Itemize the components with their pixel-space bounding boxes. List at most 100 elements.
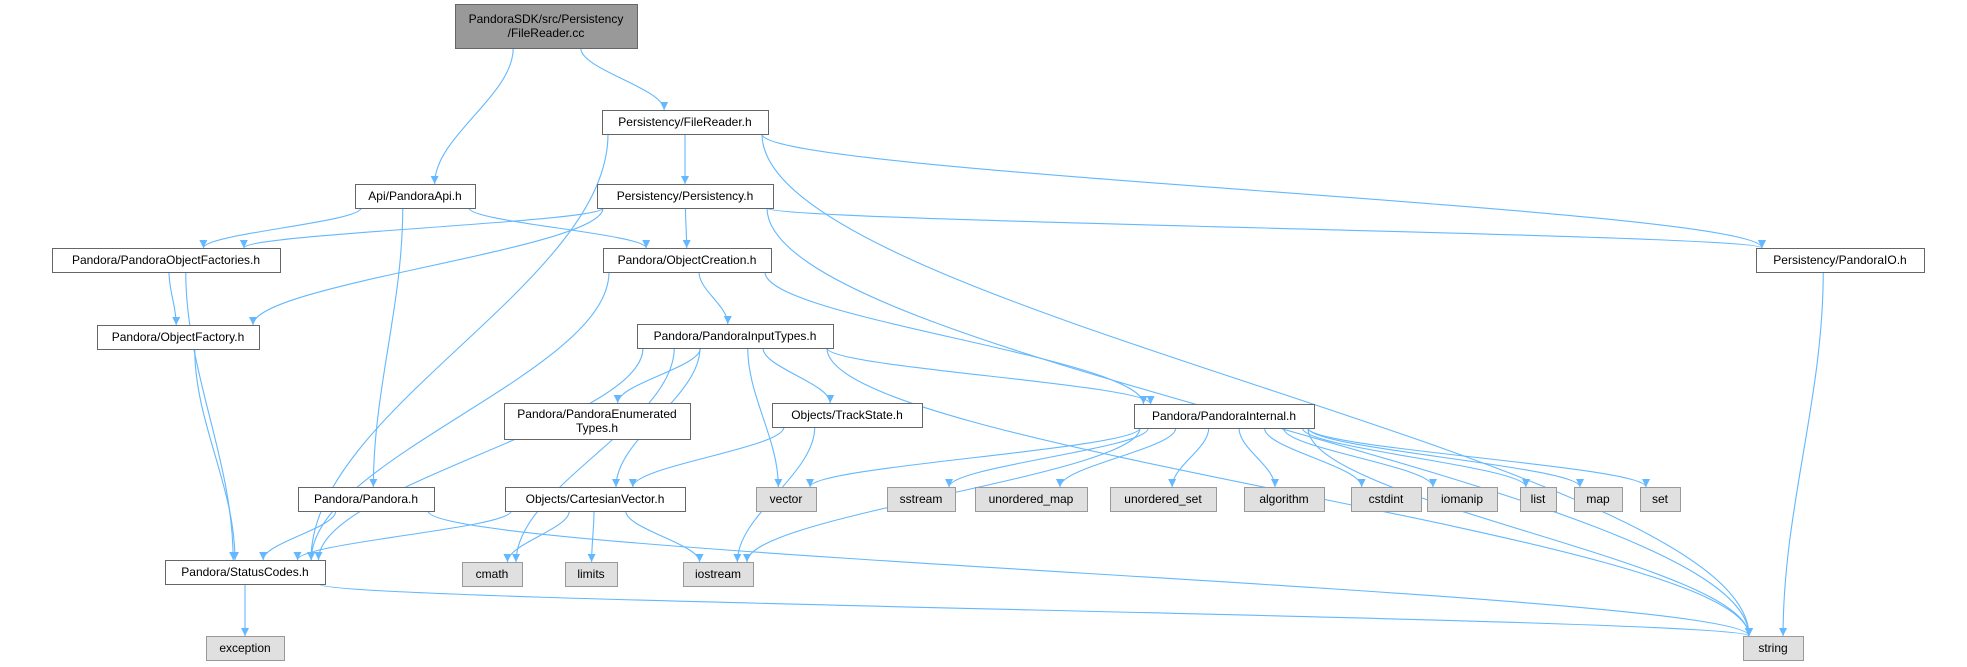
edge-line <box>762 347 835 404</box>
edge-line <box>240 207 604 249</box>
node-pandora-objectfactory-h[interactable]: Pandora/ObjectFactory.h <box>97 325 260 350</box>
edge-line <box>806 427 1141 488</box>
node-map: map <box>1574 487 1623 512</box>
node-label: algorithm <box>1259 492 1308 506</box>
node-box <box>602 110 769 135</box>
node-objects-trackstate-h[interactable]: Objects/TrackState.h <box>772 403 923 428</box>
node-box <box>683 562 754 587</box>
node-box <box>1574 487 1623 512</box>
edge-objectfactories_h-to-statuscodes_h <box>185 271 238 561</box>
node-pandora-statuscodes-h[interactable]: Pandora/StatusCodes.h <box>165 560 326 585</box>
node-pandora-pandorainternal-h[interactable]: Pandora/PandoraInternal.h <box>1134 404 1315 429</box>
node-label: Pandora/PandoraEnumerated <box>517 407 676 421</box>
edge-line <box>168 271 181 326</box>
node-limits: limits <box>565 562 618 587</box>
node-box <box>1640 487 1681 512</box>
node-box <box>1743 636 1804 661</box>
edge-inputtypes_h-to-vector <box>747 347 783 488</box>
edge-line <box>698 271 732 325</box>
edge-objectfactory_h-to-statuscodes_h <box>194 348 239 561</box>
node-label: Pandora/PandoraInputTypes.h <box>654 329 817 343</box>
node-label: cmath <box>476 567 509 581</box>
edge-internal_h-to-cstdint <box>1263 427 1366 488</box>
edge-line <box>1307 427 1650 488</box>
node-box <box>1244 487 1325 512</box>
node-box <box>772 403 923 428</box>
edge-line <box>945 427 1149 488</box>
edge-line <box>185 271 238 561</box>
edge-line <box>1282 427 1437 488</box>
edge-internal_h-to-map <box>1307 427 1584 488</box>
node-cstdint: cstdint <box>1351 487 1422 512</box>
node-list: list <box>1520 487 1557 512</box>
edge-line <box>512 347 675 563</box>
node-set: set <box>1640 487 1681 512</box>
node-box <box>756 487 817 512</box>
node-label: set <box>1652 492 1669 506</box>
node-box <box>206 636 285 661</box>
node-string: string <box>1743 636 1804 661</box>
node-pandora-pandoraobjectfactories-h[interactable]: Pandora/PandoraObjectFactories.h <box>52 248 281 273</box>
edge-line <box>826 347 1155 405</box>
edge-line <box>314 347 644 561</box>
edge-line <box>427 510 1753 637</box>
node-cmath: cmath <box>462 562 523 587</box>
node-label: exception <box>219 641 270 655</box>
node-label: Pandora/PandoraObjectFactories.h <box>72 253 260 267</box>
edge-line <box>613 347 702 404</box>
node-objects-cartesianvector-h[interactable]: Objects/CartesianVector.h <box>505 487 686 512</box>
node-persistency-filereader-h[interactable]: Persistency/FileReader.h <box>602 110 769 135</box>
edge-line <box>1301 427 1530 488</box>
edge-pandoraapi_h-to-pandora_h <box>369 207 404 488</box>
node-iomanip: iomanip <box>1427 487 1498 512</box>
edge-inputtypes_h-to-enumerated_h <box>613 347 702 404</box>
edge-inputtypes_h-to-statuscodes_h <box>314 347 644 561</box>
edge-line <box>369 207 404 488</box>
node-label: Pandora/StatusCodes.h <box>181 565 308 579</box>
edge-statuscodes_h-to-string <box>318 583 1753 637</box>
node-persistency-pandoraio-h[interactable]: Persistency/PandoraIO.h <box>1756 248 1925 273</box>
node-label: Persistency/PandoraIO.h <box>1773 253 1906 267</box>
edge-internal_h-to-string <box>1307 427 1753 637</box>
edge-line <box>1263 427 1366 488</box>
edge-root-to-filereader_h <box>580 47 669 111</box>
node-label: Pandora/PandoraInternal.h <box>1152 409 1296 423</box>
edge-trackstate_h-to-cartesian_h <box>628 426 785 488</box>
node-label: unordered_set <box>1124 492 1202 506</box>
node-algorithm: algorithm <box>1244 487 1325 512</box>
node-box <box>52 248 281 273</box>
node-box <box>165 560 326 585</box>
node-pandora-pandora-h[interactable]: Pandora/Pandora.h <box>298 487 435 512</box>
edge-line <box>587 510 596 563</box>
edge-line <box>628 426 785 488</box>
node-box <box>887 487 956 512</box>
edge-line <box>249 207 604 326</box>
edge-cartesian_h-to-statuscodes_h <box>293 510 512 561</box>
node-api-pandoraapi-h[interactable]: Api/PandoraApi.h <box>355 184 476 209</box>
node-label: Pandora/Pandora.h <box>314 492 418 506</box>
edge-filereader_h-to-string <box>761 133 1753 637</box>
edge-line <box>318 583 1753 637</box>
edge-inputtypes_h-to-cmath <box>512 347 675 563</box>
edge-line <box>580 47 669 111</box>
dependency-edges <box>168 47 1824 637</box>
node-iostream: iostream <box>683 562 754 587</box>
edge-line <box>199 207 362 249</box>
edge-line <box>503 510 570 563</box>
edge-internal_h-to-algorithm <box>1238 427 1279 488</box>
node-box <box>1110 487 1217 512</box>
edge-internal_h-to-unordered_set <box>1168 427 1210 488</box>
node-box <box>1351 487 1422 512</box>
node-pandora-pandorainputtypes-h[interactable]: Pandora/PandoraInputTypes.h <box>637 324 834 349</box>
node-pandora-objectcreation-h[interactable]: Pandora/ObjectCreation.h <box>603 248 772 273</box>
edge-line <box>625 510 704 563</box>
node-label: limits <box>577 567 604 581</box>
node-persistency-persistency-h[interactable]: Persistency/Persistency.h <box>597 184 774 209</box>
node-label: iomanip <box>1441 492 1483 506</box>
node-label: Types.h <box>576 421 618 435</box>
node-box <box>505 487 686 512</box>
node-label: Pandora/ObjectCreation.h <box>618 253 757 267</box>
node-unordered-set: unordered_set <box>1110 487 1217 512</box>
edge-line <box>430 47 514 185</box>
